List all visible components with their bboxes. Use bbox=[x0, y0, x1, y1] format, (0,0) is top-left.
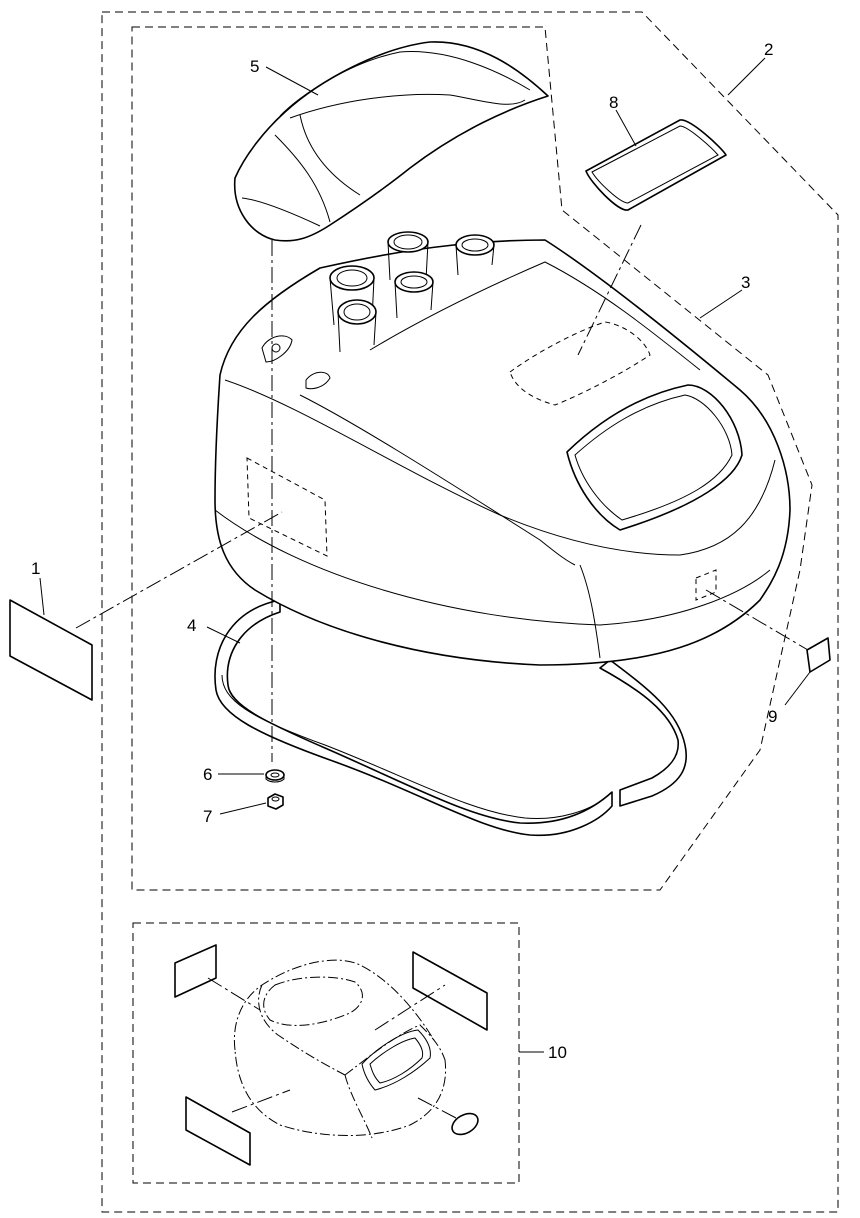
callout-8: 8 bbox=[609, 93, 618, 112]
callout-6: 6 bbox=[203, 765, 212, 784]
callout-5: 5 bbox=[250, 57, 259, 76]
label-area-side bbox=[246, 457, 328, 557]
air-duct-cover bbox=[233, 41, 549, 242]
kit-10-illustration bbox=[174, 944, 488, 1166]
seal-gasket bbox=[214, 599, 687, 837]
kit-boundary-10 bbox=[132, 922, 520, 1184]
callout-1: 1 bbox=[31, 559, 40, 578]
callout-7: 7 bbox=[203, 807, 212, 826]
leader-lines bbox=[39, 57, 811, 1053]
washer-6 bbox=[265, 769, 285, 783]
decal-1 bbox=[9, 599, 93, 701]
decal-8 bbox=[585, 119, 727, 211]
callout-3: 3 bbox=[741, 273, 750, 292]
nut-7 bbox=[267, 793, 284, 810]
assembly-boundary-2 bbox=[101, 11, 839, 1213]
callout-2: 2 bbox=[764, 40, 773, 59]
label-area-top bbox=[509, 321, 651, 406]
callout-10: 10 bbox=[548, 1043, 567, 1062]
callout-4: 4 bbox=[187, 616, 196, 635]
assembly-chain-lines bbox=[75, 224, 809, 762]
intake-ports bbox=[329, 231, 495, 353]
label-area-small bbox=[695, 569, 717, 601]
callout-9: 9 bbox=[768, 707, 777, 726]
decal-9 bbox=[806, 637, 831, 673]
top-cowling bbox=[214, 231, 791, 666]
